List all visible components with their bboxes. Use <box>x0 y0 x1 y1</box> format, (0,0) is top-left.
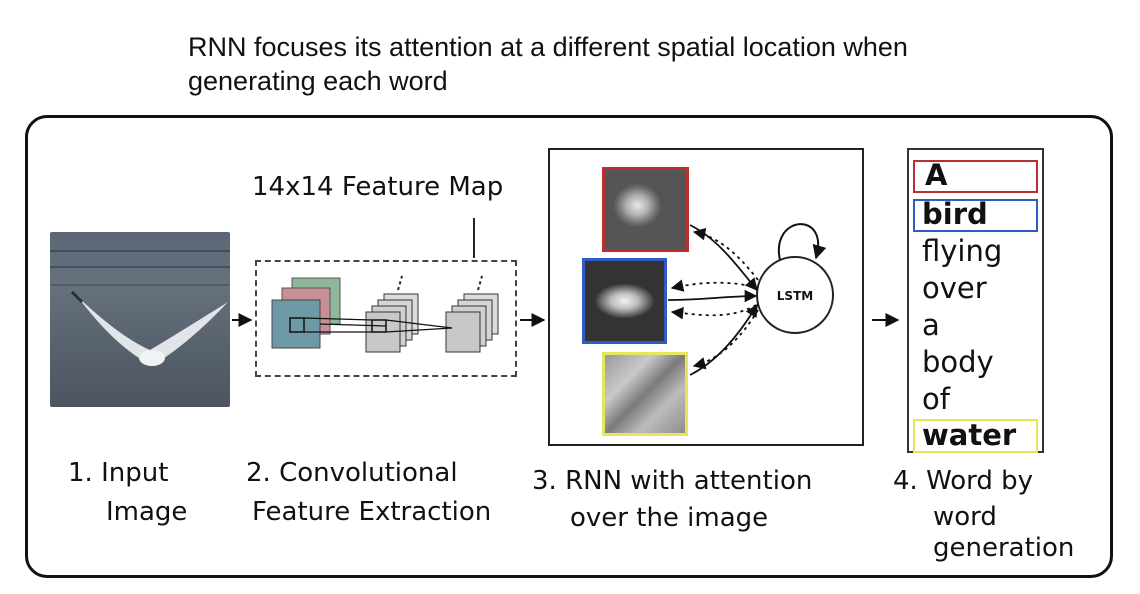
word-list-box <box>907 148 1044 453</box>
bird-drawing <box>70 290 228 366</box>
attention-map-red <box>602 167 689 252</box>
word-bird: bird <box>922 197 988 231</box>
step2-line1: 2. Convolutional <box>246 458 458 488</box>
word-body: body <box>922 345 994 379</box>
word-a-lower: a <box>922 308 940 342</box>
step4-line1: 4. Word by <box>893 466 1034 496</box>
word-water: water <box>922 418 1017 452</box>
feature-stack-2 <box>365 275 419 353</box>
lstm-label: LSTM <box>777 289 813 303</box>
conv-feature-box <box>255 260 517 377</box>
feature-stack-3 <box>445 275 499 353</box>
feature-planes <box>271 277 341 349</box>
step1-line2: Image <box>106 497 188 527</box>
input-image <box>50 232 230 407</box>
step3-line2: over the image <box>570 503 769 533</box>
word-a: A <box>925 158 948 192</box>
lstm-self-loop <box>777 223 827 261</box>
receptive-field-lines <box>303 317 453 333</box>
step4-line2: word <box>933 502 997 532</box>
attention-arrows <box>667 224 758 376</box>
word-flying: flying <box>922 234 1003 268</box>
word-of: of <box>922 382 950 416</box>
word-highlight-blue <box>913 199 1038 232</box>
step3-line1: 3. RNN with attention <box>532 466 813 496</box>
attention-feedback-arrows <box>670 227 759 370</box>
word-over: over <box>922 271 987 305</box>
step4-line3: generation <box>933 533 1075 563</box>
feature-map-label: 14x14 Feature Map <box>252 172 504 202</box>
attention-map-yellow <box>602 352 688 436</box>
step1-line1: 1. Input <box>68 458 169 488</box>
word-highlight-red <box>913 160 1038 193</box>
attention-map-blue <box>582 258 667 344</box>
word-highlight-yellow <box>913 419 1038 453</box>
diagram-caption: RNN focuses its attention at a different… <box>188 32 908 96</box>
step2-line2: Feature Extraction <box>252 497 492 527</box>
